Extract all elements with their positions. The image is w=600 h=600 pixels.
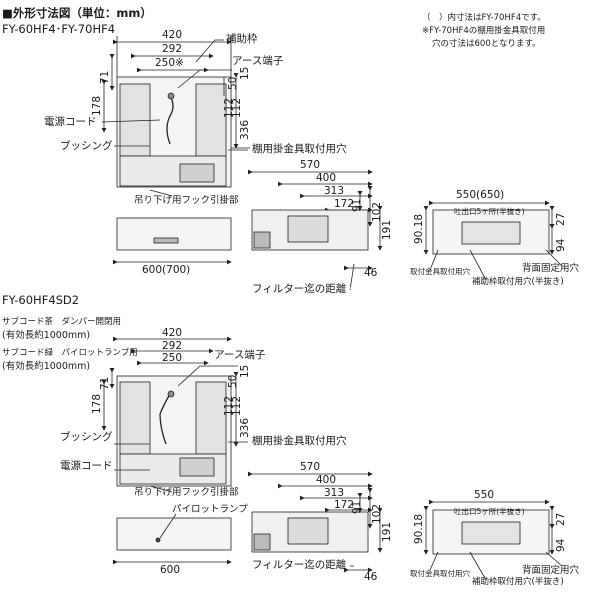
dim-27: 27 [555, 212, 567, 226]
dim-313: 313 [324, 487, 345, 499]
dim-400: 400 [316, 474, 337, 486]
dim-570: 570 [300, 461, 321, 473]
dim-336: 336 [239, 119, 251, 140]
dim-313: 313 [324, 185, 345, 197]
label-bracket-hole: 取付金具取付用穴 [410, 569, 470, 578]
label-frame-hole: 補助枠取付用穴(半抜き) [472, 277, 564, 287]
dim-50: 50 [227, 374, 239, 388]
label-filter-distance: フィルター迄の距離 [252, 559, 347, 571]
label-length-1: (有効長約1000mm) [2, 330, 91, 341]
label-cord-green: サブコード緑 パイロットランプ用 [2, 348, 138, 358]
dim-94: 94 [555, 238, 567, 252]
dim-400: 400 [316, 172, 337, 184]
dim-27: 27 [555, 512, 567, 526]
dim-71: 71 [99, 376, 111, 390]
dim-191: 191 [381, 521, 393, 542]
diagram-title: ■外形寸法図（単位：mm） [2, 6, 152, 20]
label-earth-terminal: アース端子 [214, 349, 266, 361]
dim-112-b: 112 [231, 395, 243, 416]
dim-91: 91 [351, 198, 363, 212]
dim-46: 46 [364, 267, 378, 279]
dim-112-b: 112 [231, 97, 243, 118]
note-line-1: （ ）内寸法はFY-70HF4です。 [422, 13, 546, 23]
bottom-back-view [423, 499, 563, 581]
label-power-cord: 電源コード [44, 116, 97, 128]
label-bushing: ブッシング [60, 431, 113, 443]
dim-15: 15 [239, 364, 251, 378]
note-line-3: 穴の寸法は600となります。 [432, 39, 541, 49]
label-cord-brown: サブコード茶 ダンパー開閉用 [2, 317, 122, 327]
dim-191: 191 [381, 219, 393, 240]
dim-600-700: 600(700) [142, 264, 191, 276]
dim-90-18: 90.18 [413, 213, 425, 244]
label-earth-terminal: アース端子 [232, 55, 284, 67]
dim-420: 420 [162, 29, 183, 41]
dim-250: 250 [162, 352, 183, 364]
label-power-cord: 電源コード [60, 460, 113, 472]
dim-172: 172 [334, 499, 355, 511]
dim-336: 336 [239, 417, 251, 438]
top-side-view [248, 169, 383, 291]
dim-570: 570 [300, 159, 321, 171]
model-top: FY-60HF4･FY-70HF4 [2, 22, 116, 36]
dim-50: 50 [227, 76, 239, 90]
dim-292: 292 [162, 43, 183, 55]
dim-550: 550 [474, 489, 495, 501]
label-pilot-lamp: パイロットランプ [172, 504, 248, 515]
dim-178: 178 [91, 393, 103, 414]
label-length-2: (有効長約1000mm) [2, 361, 91, 372]
label-hook: 吊り下げ用フック引掛部 [134, 195, 239, 206]
bottom-front-view [101, 336, 248, 565]
dim-178: 178 [91, 95, 103, 116]
label-back-fix: 背面固定用穴 [522, 565, 580, 576]
dim-94: 94 [555, 538, 567, 552]
label-shelf-hole: 棚用掛金具取付用穴 [252, 143, 347, 155]
label-hojowaku: 補助枠 [226, 33, 258, 45]
dim-292: 292 [162, 340, 183, 352]
note-line-2: ※FY-70HF4の棚用掛金具取付用 [422, 26, 546, 36]
label-exhaust: 吐出口5ヶ所(半抜き) [454, 507, 525, 516]
top-front-view [101, 36, 250, 265]
label-hook: 吊り下げ用フック引掛部 [134, 487, 239, 498]
dim-420: 420 [162, 327, 183, 339]
dim-71: 71 [99, 70, 111, 84]
dim-46: 46 [364, 571, 378, 583]
dim-172: 172 [334, 198, 355, 210]
label-shelf-hole: 棚用掛金具取付用穴 [252, 435, 347, 447]
label-bushing: ブッシング [60, 140, 113, 152]
dim-250: 250※ [155, 57, 184, 69]
dim-90-18: 90.18 [413, 513, 425, 544]
bottom-side-view [248, 471, 383, 573]
dim-600: 600 [160, 564, 181, 576]
dim-102: 102 [371, 201, 383, 222]
dim-15: 15 [239, 66, 251, 80]
top-back-view [423, 200, 563, 281]
label-exhaust: 吐出口5ヶ所(半抜き) [454, 207, 525, 216]
label-frame-hole: 補助枠取付用穴(半抜き) [472, 577, 564, 587]
dim-550-650: 550(650) [456, 189, 505, 201]
dim-102: 102 [371, 503, 383, 524]
label-filter-distance: フィルター迄の距離 [252, 283, 347, 295]
model-bottom: FY-60HF4SD2 [2, 293, 80, 307]
dim-91: 91 [351, 500, 363, 514]
label-back-fix: 背面固定用穴 [522, 263, 580, 274]
label-bracket-hole: 取付金具取付用穴 [410, 267, 470, 276]
